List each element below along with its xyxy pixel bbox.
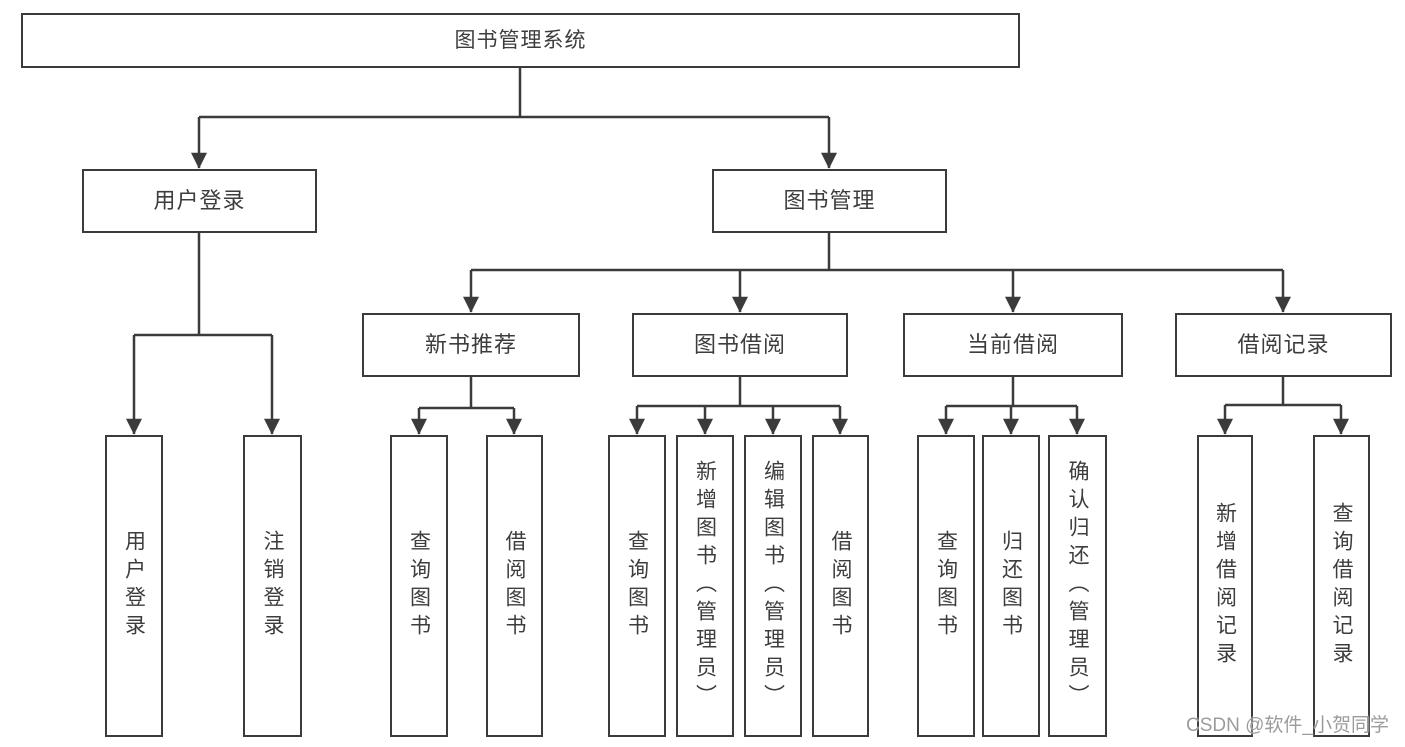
node-new-rec-label: 新书推荐 [424, 331, 517, 357]
leaf-query-book-newrec-label: 查询图书 [407, 530, 431, 642]
leaf-logout-label: 注销登录 [261, 530, 285, 642]
leaf-logout: 注销登录 [243, 435, 302, 737]
leaf-edit-book: 编辑图书（管理员） [744, 435, 802, 737]
node-root-label: 图书管理系统 [454, 28, 587, 52]
leaf-borrow-book-borrow: 借阅图书 [812, 435, 869, 737]
leaf-add-book: 新增图书（管理员） [676, 435, 734, 737]
leaf-query-book-newrec: 查询图书 [390, 435, 448, 737]
leaf-borrow-book-newrec: 借阅图书 [486, 435, 543, 737]
leaf-query-record-label: 查询借阅记录 [1330, 502, 1354, 670]
tree-edges [134, 68, 1341, 410]
csdn-watermark: CSDN @软件_小贺同学 [1186, 715, 1389, 736]
node-user-login-branch-label: 用户登录 [153, 187, 246, 213]
node-book-borrow: 图书借阅 [632, 313, 848, 377]
leaf-add-book-label: 新增图书（管理员） [693, 460, 717, 712]
leaf-query-record: 查询借阅记录 [1313, 435, 1370, 737]
leaf-user-login-label: 用户登录 [122, 530, 146, 642]
node-book-mgmt: 图书管理 [712, 169, 947, 233]
leaf-confirm-return-label: 确认归还（管理员） [1066, 460, 1090, 712]
leaf-user-login: 用户登录 [105, 435, 163, 737]
node-current-borrow-label: 当前借阅 [966, 331, 1059, 357]
leaf-return-book: 归还图书 [982, 435, 1040, 737]
leaf-query-book-current: 查询图书 [917, 435, 975, 737]
leaf-query-book-current-label: 查询图书 [934, 530, 958, 642]
leaf-confirm-return: 确认归还（管理员） [1048, 435, 1107, 737]
node-book-mgmt-label: 图书管理 [783, 187, 876, 213]
leaf-add-record-label: 新增借阅记录 [1213, 502, 1237, 670]
node-book-borrow-label: 图书借阅 [693, 331, 786, 357]
leaf-return-book-label: 归还图书 [999, 530, 1023, 642]
leaf-query-book-borrow: 查询图书 [608, 435, 666, 737]
leaf-borrow-book-borrow-label: 借阅图书 [829, 530, 853, 642]
node-borrow-records-label: 借阅记录 [1237, 331, 1330, 357]
leaf-add-record: 新增借阅记录 [1197, 435, 1253, 737]
node-new-rec: 新书推荐 [362, 313, 580, 377]
node-root: 图书管理系统 [21, 13, 1020, 68]
node-user-login-branch: 用户登录 [82, 169, 317, 233]
node-borrow-records: 借阅记录 [1175, 313, 1392, 377]
leaf-borrow-book-newrec-label: 借阅图书 [503, 530, 527, 642]
node-current-borrow: 当前借阅 [903, 313, 1123, 377]
leaf-edit-book-label: 编辑图书（管理员） [761, 460, 785, 712]
leaf-query-book-borrow-label: 查询图书 [625, 530, 649, 642]
